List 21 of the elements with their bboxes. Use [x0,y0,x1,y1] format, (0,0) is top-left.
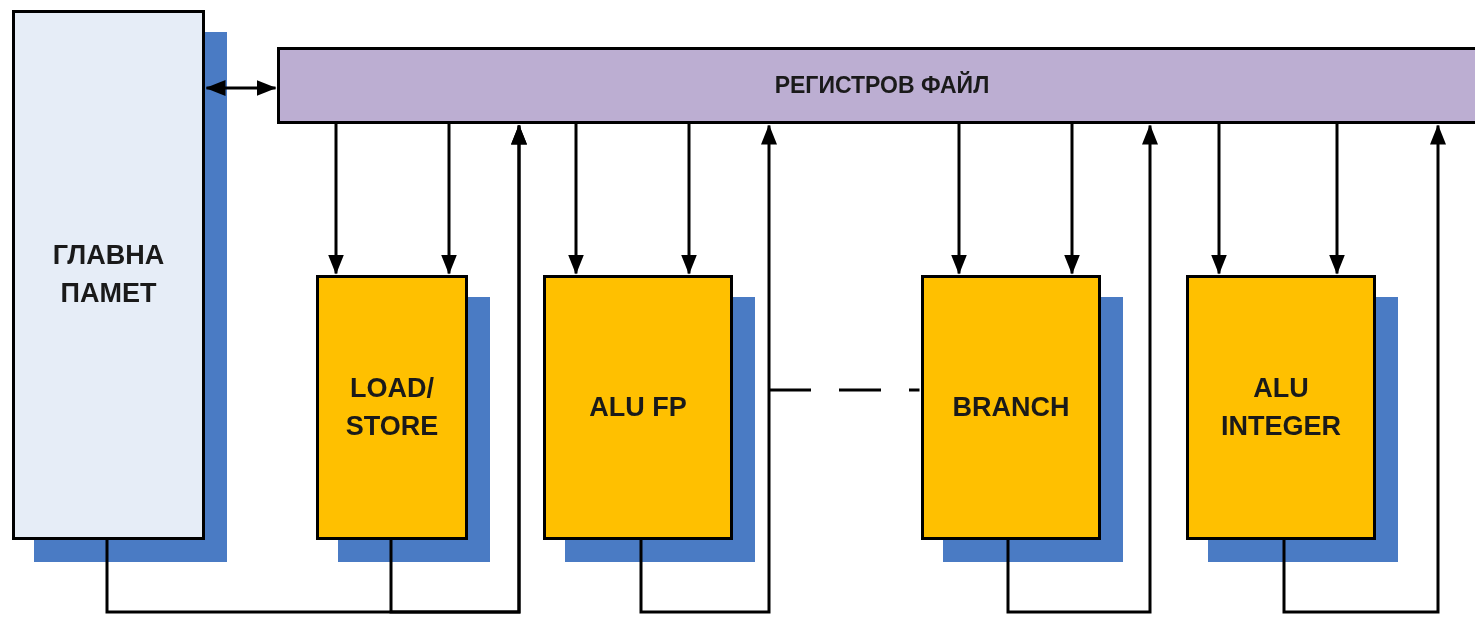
arrow [441,124,457,275]
arrow [1282,124,1446,614]
arrow [568,124,584,275]
arrow [1211,124,1227,275]
arrow [1006,124,1158,614]
arrow [205,80,277,96]
node-label: РЕГИСТРОВ ФАЙЛ [773,70,991,101]
node-label: LOAD/ STORE [344,371,440,443]
arrow [639,124,777,614]
node-label: ГЛАВНА ПАМЕТ [51,239,166,310]
node-label: ALU FP [588,390,688,424]
node-label: BRANCH [951,390,1071,424]
dashed-connector [769,388,920,392]
node-label: ALU INTEGER [1220,371,1342,443]
register-bar [277,47,1475,124]
arrow [1329,124,1345,275]
arrow [389,124,527,614]
arrow [1064,124,1080,275]
arrow [951,124,967,275]
arrow [681,124,697,275]
arrow [328,124,344,275]
